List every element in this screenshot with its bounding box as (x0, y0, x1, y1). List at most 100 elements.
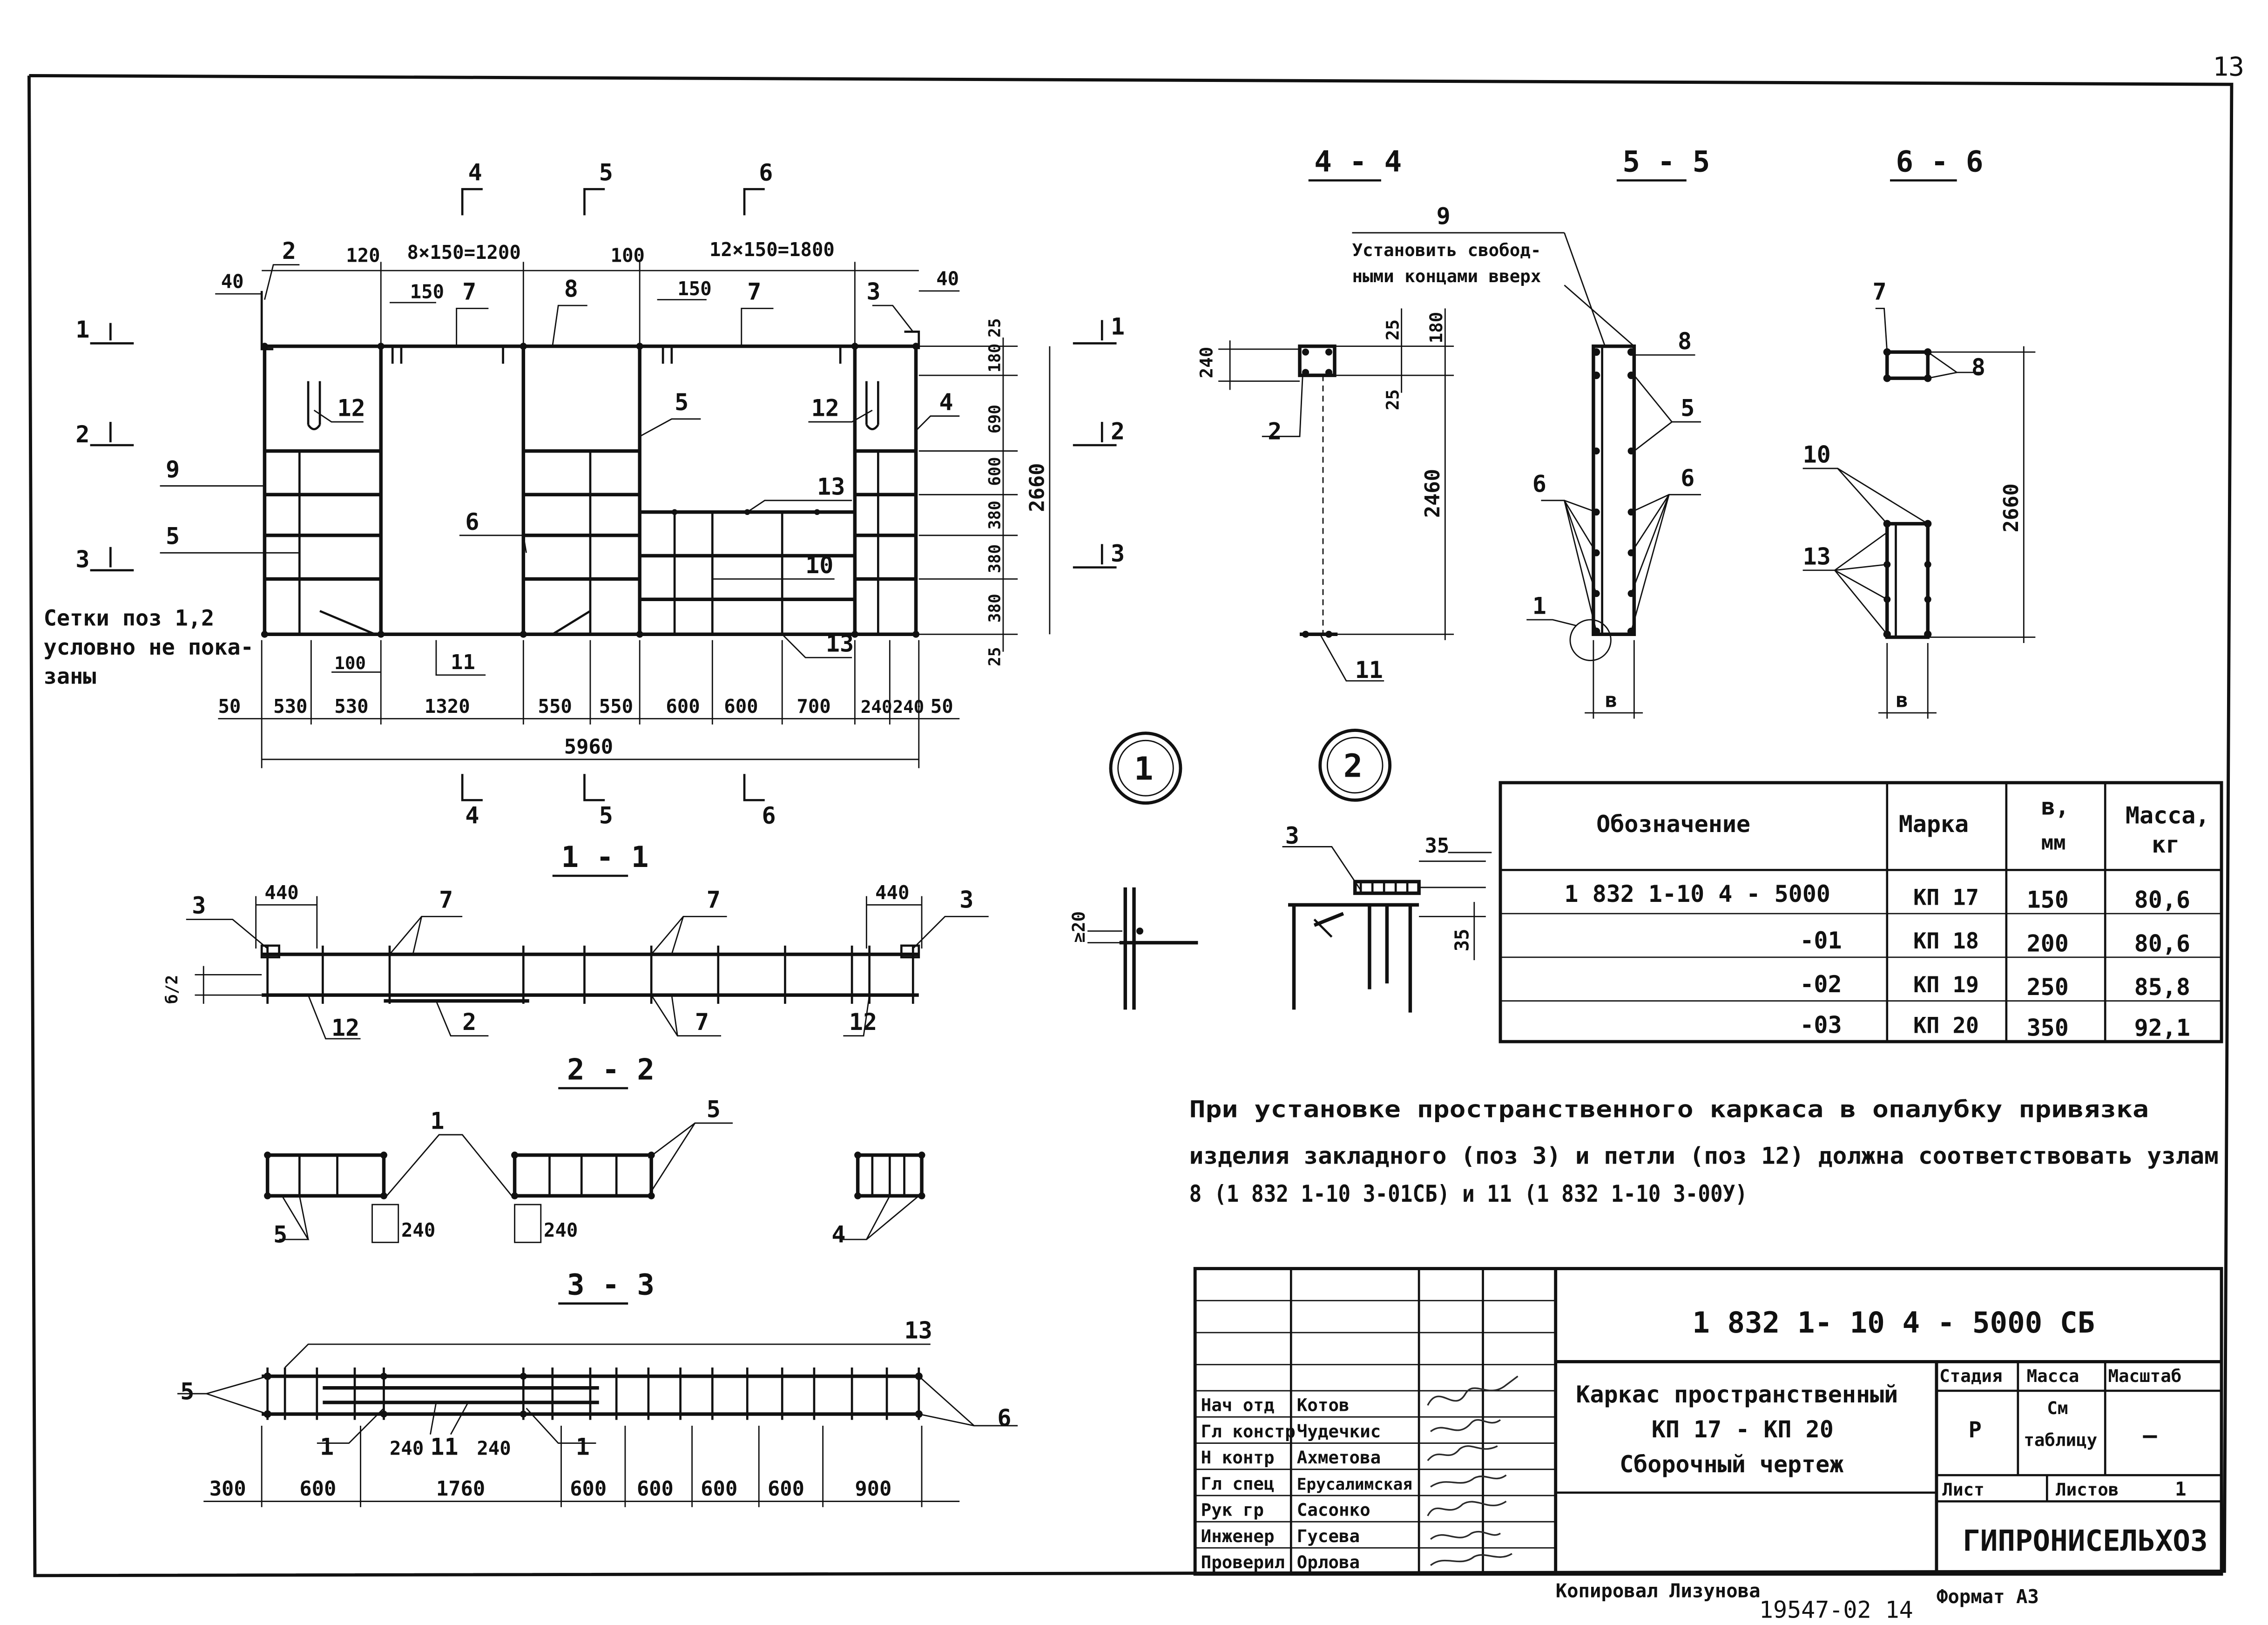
section-1-1: 1 - 1 440 440 б/2 3 7 7 3 12 2 7 12 (163, 840, 989, 1042)
s66-callout-13: 13 (1803, 543, 1831, 570)
dim-380-b: 380 (986, 544, 1005, 573)
section-mark-1-left: 1 (75, 316, 89, 343)
dim-25-bottom: 25 (986, 647, 1005, 666)
s11-dim-440-right: 440 (875, 881, 909, 904)
spec-row-2-mass: 80,6 (2134, 930, 2190, 957)
section-mark-6-bottom: 6 (762, 802, 776, 829)
stage-value: Р (1969, 1418, 1982, 1443)
main-callouts: 2 7 8 7 3 12 12 4 9 5 5 6 13 10 13 11 (160, 237, 960, 676)
section-mark-1-right: 1 (1111, 313, 1125, 340)
dim-380-a: 380 (986, 501, 1005, 529)
s55-callout-5: 5 (1681, 395, 1694, 422)
section-mark-3-right: 3 (1111, 540, 1125, 567)
dim-240-b: 240 (893, 697, 925, 717)
dim-12x150: 12×150=1800 (709, 238, 835, 261)
role-name-4: Ерусалимская (1297, 1475, 1412, 1494)
s55-callout-6-right: 6 (1681, 465, 1694, 492)
s44-callout-11: 11 (1355, 657, 1383, 684)
s33-callout-1-left: 1 (320, 1433, 334, 1460)
s33-callout-11: 11 (430, 1433, 458, 1460)
callout-7-right: 7 (747, 278, 761, 305)
role-label-6: Инженер (1201, 1526, 1275, 1546)
dim-5960: 5960 (564, 735, 613, 758)
stage-header: Стадия (1939, 1366, 2002, 1386)
section-6-6-title: 6 - 6 (1896, 145, 1983, 179)
title-line-1: Каркас пространственный (1576, 1381, 1898, 1408)
dim-700: 700 (796, 695, 830, 718)
s22-dim-240-left: 240 (401, 1219, 435, 1241)
s33-dim-240-left: 240 (390, 1437, 424, 1459)
section-mark-5-top: 5 (599, 159, 613, 186)
copied-by: Копировал Лизунова (1556, 1580, 1761, 1602)
dim-50-left: 50 (218, 695, 241, 718)
s66-callout-7: 7 (1873, 278, 1887, 305)
s11-callout-2: 2 (462, 1009, 476, 1036)
spec-header-designation: Обозначение (1596, 811, 1750, 838)
dim-600-b: 600 (724, 695, 758, 718)
main-elevation: 1 2 3 1 2 3 4 5 6 4 5 6 (44, 159, 1125, 829)
section-2-2: 2 - 2 240 240 1 5 5 4 (264, 1052, 925, 1248)
role-label-1: Нач отд (1201, 1395, 1275, 1415)
dim-25-top: 25 (986, 318, 1005, 337)
node-2-callout-3: 3 (1285, 822, 1299, 849)
spec-header-b: в, (2041, 793, 2069, 820)
s44-dim-2460: 2460 (1421, 469, 1444, 518)
callout-10: 10 (805, 552, 833, 579)
s66-dim-2660: 2660 (1999, 483, 2023, 532)
section-4-4: 4 - 4 240 25 180 25 2460 2 11 (1196, 145, 1454, 684)
callout-8: 8 (564, 275, 578, 302)
s11-callout-3-left: 3 (192, 892, 206, 919)
s33-callout-1-right: 1 (576, 1433, 590, 1460)
sheets-value: 1 (2175, 1478, 2186, 1500)
s22-callout-5-right: 5 (707, 1096, 721, 1123)
role-label-5: Рук гр (1201, 1500, 1264, 1520)
s55-note-line-2: ными концами вверх (1352, 266, 1541, 286)
s11-dim-b2: б/2 (163, 975, 182, 1004)
callout-4: 4 (939, 389, 953, 416)
role-label-2: Гл констр (1201, 1421, 1296, 1442)
bottom-stamps: Копировал Лизунова 19547-02 14 Формат А3 (1556, 1580, 2039, 1624)
role-name-5: Сасонко (1297, 1500, 1370, 1520)
section-mark-2-left: 2 (75, 421, 89, 448)
callout-12-left: 12 (338, 395, 365, 422)
s11-callout-7-left: 7 (439, 887, 453, 914)
s11-callout-3-right: 3 (959, 887, 973, 914)
format-label: Формат А3 (1937, 1585, 2039, 1608)
s33-dim-600-e: 600 (768, 1477, 804, 1501)
s55-note-line-1: Установить свобод- (1352, 240, 1541, 260)
s33-dim-600-b: 600 (570, 1477, 607, 1501)
doc-number: 19547-02 14 (1759, 1596, 1913, 1623)
spec-row-4-b: 350 (2027, 1015, 2069, 1042)
dim-180: 180 (986, 344, 1005, 372)
section-2-2-title: 2 - 2 (567, 1052, 655, 1086)
main-right-dimensions: 25 180 690 600 380 380 380 25 2660 (918, 318, 1051, 666)
dim-380-c: 380 (986, 594, 1005, 623)
callout-13-top: 13 (817, 473, 845, 500)
spec-row-3-mark: КП 19 (1913, 973, 1979, 998)
mass-value-2: таблицу (2024, 1430, 2097, 1450)
note-left: Сетки поз 1,2 условно не пока- заны (44, 606, 254, 690)
spec-header-mass: Масса, (2126, 802, 2209, 829)
s55-callout-6-left: 6 (1532, 470, 1546, 497)
role-name-6: Гусева (1297, 1526, 1360, 1546)
section-mark-2-right: 2 (1111, 418, 1125, 445)
callout-3: 3 (866, 278, 880, 305)
dim-50-right: 50 (931, 695, 953, 718)
installation-note-line-2: изделия закладного (поз 3) и петли (поз … (1189, 1143, 2219, 1170)
note-left-line-1: Сетки поз 1,2 (44, 606, 215, 631)
s44-callout-2: 2 (1268, 418, 1282, 445)
s33-dim-1760: 1760 (436, 1477, 485, 1501)
spec-row-3-b: 250 (2027, 974, 2069, 1001)
callout-11: 11 (451, 650, 475, 674)
section-1-1-title: 1 - 1 (561, 840, 649, 874)
callout-6: 6 (465, 508, 479, 535)
callout-7-left: 7 (462, 278, 476, 305)
s44-dim-25-top: 25 (1382, 319, 1403, 340)
node-markers: 1 2 (1109, 729, 1392, 805)
dim-120: 120 (346, 244, 380, 266)
node-2-dim-35-side: 35 (1451, 928, 1473, 951)
callout-5-center: 5 (675, 389, 688, 416)
s66-callout-8: 8 (1971, 354, 1985, 381)
role-label-4: Гл спец (1201, 1473, 1275, 1494)
